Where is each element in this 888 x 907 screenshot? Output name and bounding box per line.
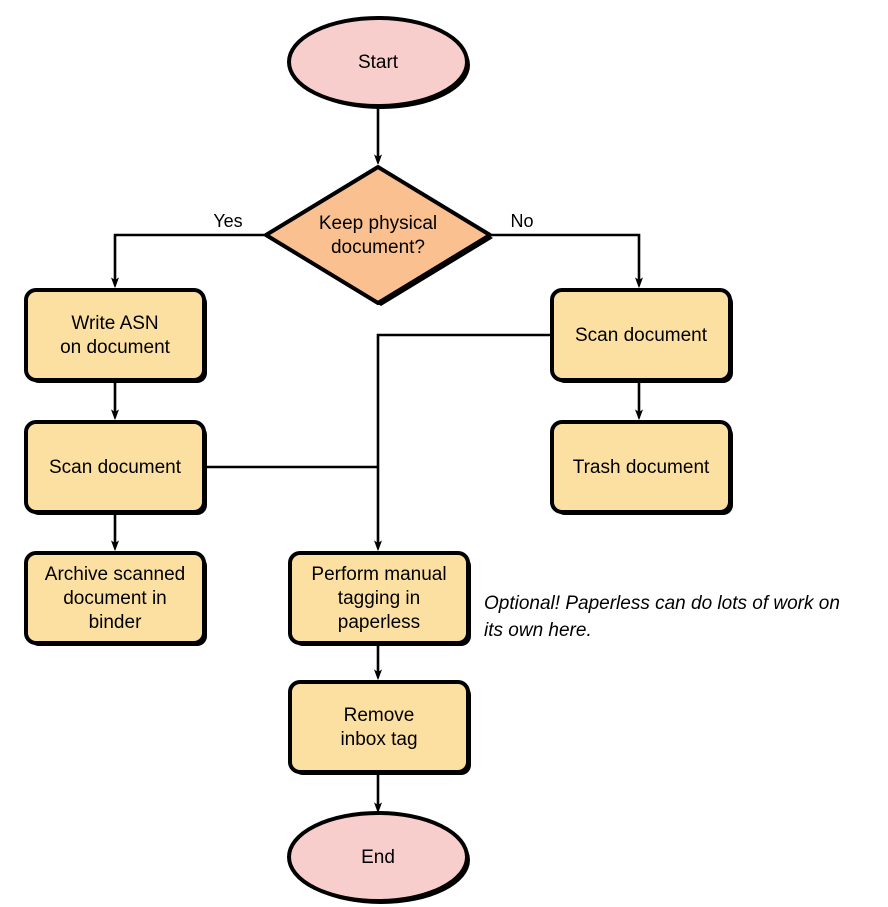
edge-label-no: No — [510, 211, 533, 231]
scan-right-box-shape — [550, 288, 732, 382]
optional-note-line2: its own here. — [484, 620, 592, 641]
edge-decision-no-to-scan-right — [490, 233, 639, 283]
edge-decision-yes-to-write-asn — [115, 233, 266, 283]
trash-label: Trash document — [573, 457, 710, 478]
write-asn-label-line2: on document — [60, 337, 171, 358]
connectors — [115, 107, 639, 808]
remove-inbox-box-shape — [288, 680, 470, 774]
decision-label-line2: document? — [331, 237, 425, 258]
node-write-asn[interactable]: Write ASN on document — [24, 288, 207, 383]
remove-inbox-label-line2: inbox tag — [340, 729, 417, 750]
remove-inbox-label-line1: Remove — [344, 705, 415, 726]
decision-diamond-shape — [264, 165, 492, 305]
decision-label-line1: Keep physical — [319, 213, 437, 234]
write-asn-label-line1: Write ASN — [71, 313, 158, 334]
scan-left-box-shape — [24, 420, 206, 514]
edge-scan-right-to-tagging — [378, 333, 552, 546]
node-scan-document-left[interactable]: Scan document — [24, 420, 207, 515]
scan-left-label: Scan document — [49, 457, 182, 478]
node-trash-document[interactable]: Trash document — [550, 420, 733, 515]
trash-box-shape — [550, 420, 732, 514]
node-end[interactable]: End — [287, 811, 470, 904]
tagging-label-line2: tagging in — [338, 588, 420, 609]
optional-note-line1: Optional! Paperless can do lots of work … — [484, 593, 840, 614]
start-label: Start — [358, 52, 399, 73]
tagging-label-line3: paperless — [338, 612, 420, 633]
end-label: End — [361, 847, 395, 868]
node-perform-manual-tagging[interactable]: Perform manual tagging in paperless — [288, 551, 471, 646]
archive-label-line2: document in — [63, 588, 167, 609]
write-asn-box-shape — [24, 288, 206, 382]
tagging-label-line1: Perform manual — [311, 564, 446, 585]
node-archive-scanned-document[interactable]: Archive scanned document in binder — [24, 551, 207, 646]
edge-label-yes: Yes — [213, 211, 242, 231]
archive-label-line1: Archive scanned — [45, 564, 185, 585]
annotation-optional-note: Optional! Paperless can do lots of work … — [484, 593, 840, 641]
node-scan-document-right[interactable]: Scan document — [550, 288, 733, 383]
end-ellipse-shape — [287, 811, 469, 903]
archive-box-shape — [24, 551, 206, 645]
start-ellipse-shape — [287, 16, 469, 108]
tagging-box-shape — [288, 551, 470, 645]
node-decision-keep-physical-document[interactable]: Keep physical document? — [264, 165, 493, 306]
node-remove-inbox-tag[interactable]: Remove inbox tag — [288, 680, 471, 775]
archive-label-line3: binder — [89, 612, 142, 633]
node-start[interactable]: Start — [287, 16, 470, 109]
scan-right-label: Scan document — [575, 325, 708, 346]
